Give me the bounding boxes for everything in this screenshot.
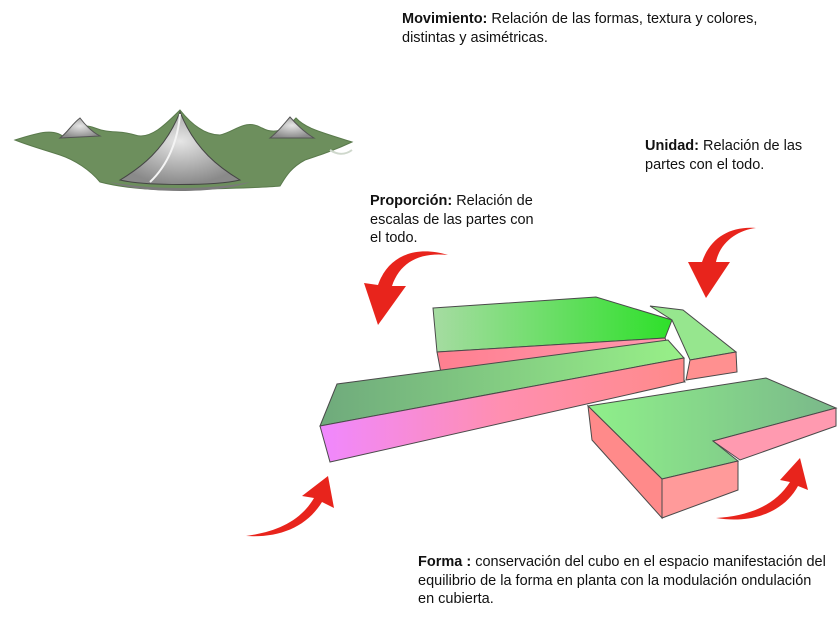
red-arrows (246, 227, 808, 537)
arrow-proporcion (364, 251, 448, 325)
arrow-left-bottom (246, 476, 334, 537)
movimiento-text: Relación de las formas, textura y colore… (402, 11, 758, 46)
unidad-term: Unidad: (645, 138, 699, 154)
forma-text: conservación del cubo en el espacio mani… (418, 554, 826, 607)
tent-roof-model (13, 109, 354, 191)
block-massing-model (319, 296, 838, 520)
proporcion-text: Relación de escalas de las partes con el… (370, 193, 534, 246)
movimiento-annotation: Movimiento: Relación de las formas, text… (402, 10, 762, 47)
movimiento-term: Movimiento: (402, 11, 488, 27)
unidad-text: Relación de las partes con el todo. (645, 138, 803, 173)
proporcion-annotation: Proporción: Relación de escalas de las p… (370, 192, 548, 248)
arrow-unidad (688, 227, 756, 298)
unidad-annotation: Unidad: Relación de las partes con el to… (645, 137, 815, 174)
forma-annotation: Forma : conservación del cubo en el espa… (418, 553, 828, 609)
forma-term: Forma : (418, 554, 472, 570)
proporcion-term: Proporción: (370, 193, 453, 209)
arrow-right-bottom (716, 458, 808, 520)
